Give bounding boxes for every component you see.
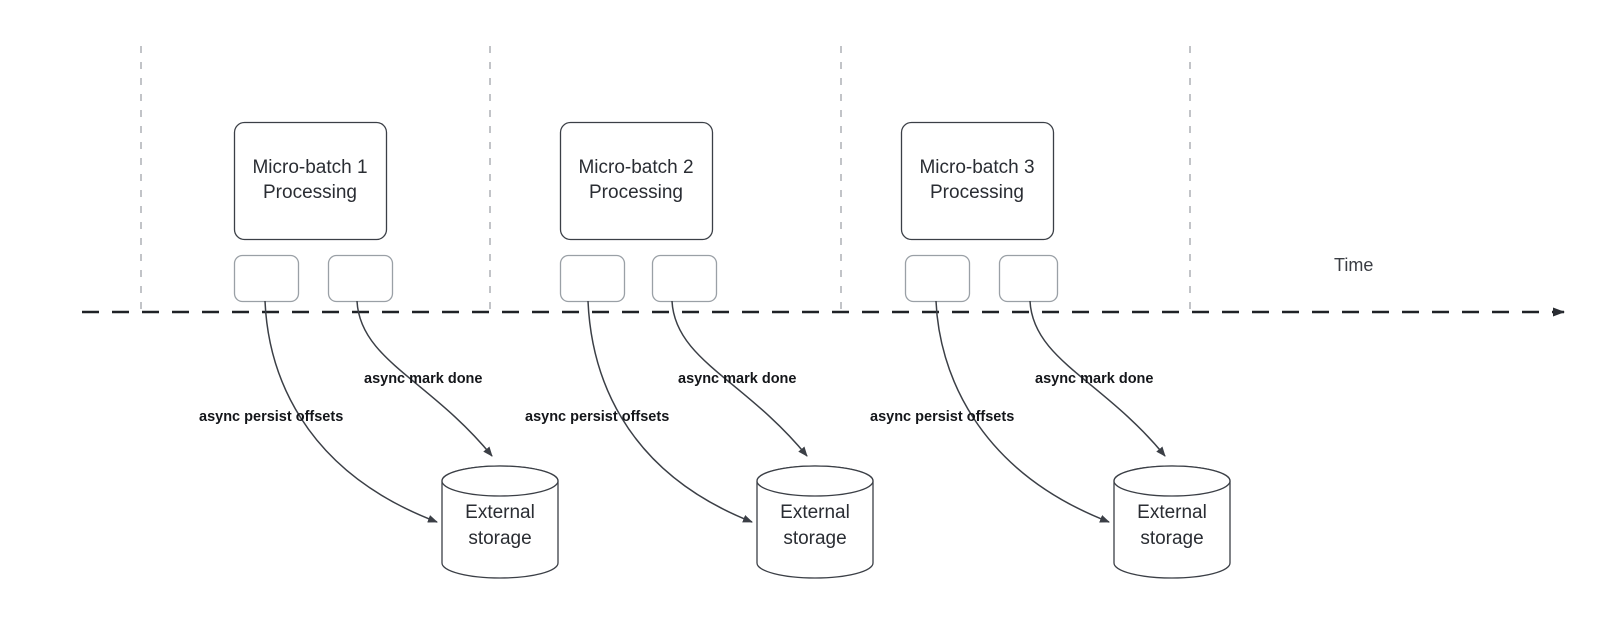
batch-box-3 (900, 121, 1055, 241)
task-box-3-1 (904, 254, 971, 303)
task-box-1-2 (327, 254, 394, 303)
edge-label-mark-done-2: async mark done (678, 371, 797, 387)
task-box-1-1 (233, 254, 300, 303)
edge-mark-done-2 (671, 300, 808, 457)
edge-label-persist-offsets-1: async persist offsets (199, 409, 344, 425)
edge-persist-offsets-1 (264, 300, 438, 523)
edge-label-persist-offsets-2: async persist offsets (525, 409, 670, 425)
task-box-2-2 (651, 254, 718, 303)
storage-cylinder-top-1 (441, 465, 559, 497)
flow-edges (264, 300, 1166, 523)
edge-persist-offsets-3 (935, 300, 1110, 523)
time-guidelines (140, 46, 1191, 318)
task-box-3-2 (998, 254, 1059, 303)
edge-label-persist-offsets-3: async persist offsets (870, 409, 1015, 425)
edge-mark-done-1 (356, 300, 493, 457)
batch-box-1 (233, 121, 388, 241)
edge-label-mark-done-1: async mark done (364, 371, 483, 387)
edge-label-mark-done-3: async mark done (1035, 371, 1154, 387)
edge-persist-offsets-2 (587, 300, 753, 523)
storage-label-1: External storage (465, 502, 535, 549)
storage-cylinder-top-2 (756, 465, 874, 497)
task-box-2-1 (559, 254, 626, 303)
storage-label-2: External storage (780, 502, 850, 549)
storage-label-3: External storage (1137, 502, 1207, 549)
batch-box-2 (559, 121, 714, 241)
batch-shapes (233, 121, 1231, 579)
edge-mark-done-3 (1029, 300, 1166, 457)
time-axis-label: Time (1334, 255, 1374, 275)
storage-cylinder-top-3 (1113, 465, 1231, 497)
